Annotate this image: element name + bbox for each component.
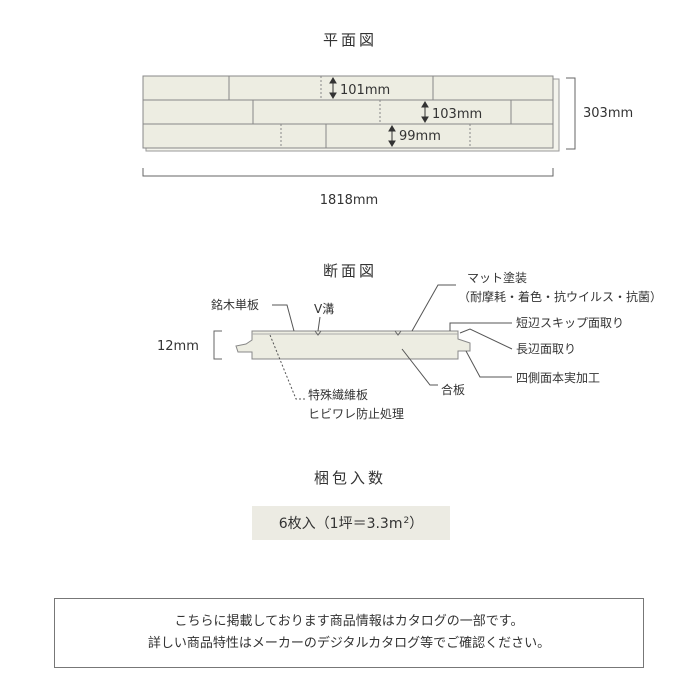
section-board bbox=[235, 330, 471, 360]
row2-dimension-label: 103mm bbox=[432, 107, 482, 122]
plywood-label: 合板 bbox=[441, 382, 465, 397]
v-groove-mark bbox=[314, 330, 322, 336]
notice-line-1: こちらに掲載しております商品情報はカタログの一部です。 bbox=[174, 614, 524, 629]
plan-view-title: 平面図 bbox=[322, 31, 377, 49]
package-count-superscript: 2 bbox=[403, 516, 410, 526]
v-groove-leader bbox=[317, 316, 321, 332]
fiber-board-leader bbox=[269, 334, 305, 400]
height-bracket bbox=[566, 77, 576, 150]
thickness-label: 12mm bbox=[157, 339, 199, 354]
v-groove-mark-2 bbox=[394, 330, 402, 336]
section-view-title: 断面図 bbox=[322, 262, 377, 280]
long-edge-leader bbox=[459, 328, 513, 350]
plan-board bbox=[142, 75, 554, 149]
veneer-leader bbox=[272, 304, 295, 332]
v-groove-label: V溝 bbox=[314, 302, 334, 316]
fiber-board-label: 特殊繊維板 bbox=[308, 387, 368, 402]
row1-dimension-label: 101mm bbox=[340, 83, 390, 98]
row1-dimension-arrow bbox=[329, 77, 337, 99]
length-dimension-label: 1818mm bbox=[320, 193, 378, 208]
coating-label: マット塗装 bbox=[467, 270, 527, 285]
height-dimension-label: 303mm bbox=[583, 106, 633, 121]
long-edge-label: 長辺面取り bbox=[516, 342, 576, 356]
short-edge-label: 短辺スキップ面取り bbox=[516, 316, 624, 330]
coating-leader bbox=[411, 284, 456, 332]
veneer-label: 銘木単板 bbox=[211, 297, 259, 312]
length-bracket bbox=[142, 168, 554, 177]
coating-detail-label: （耐摩耗・着色・抗ウイルス・抗菌） bbox=[458, 289, 662, 304]
four-side-label: 四側面本実加工 bbox=[516, 370, 600, 385]
row3-dimension-label: 99mm bbox=[399, 129, 441, 144]
four-side-leader bbox=[465, 350, 512, 378]
row2-dimension-arrow bbox=[421, 101, 429, 123]
short-edge-leader bbox=[449, 322, 512, 331]
thickness-bracket bbox=[213, 330, 222, 360]
crack-prevention-label: ヒビワレ防止処理 bbox=[308, 406, 404, 421]
row3-dimension-arrow bbox=[388, 125, 396, 147]
package-count-text: 6枚入（1坪＝3.3m bbox=[278, 516, 403, 532]
package-title: 梱包入数 bbox=[313, 469, 386, 487]
plan-view-diagram: 101mm 103mm 99mm 303mm 1818mm bbox=[142, 75, 633, 208]
notice-line-2: 詳しい商品特性はメーカーのデジタルカタログ等でご確認ください。 bbox=[147, 636, 551, 651]
plywood-leader bbox=[401, 348, 438, 386]
package-count-close: ） bbox=[409, 516, 424, 532]
catalog-notice: こちらに掲載しております商品情報はカタログの一部です。 詳しい商品特性はメーカー… bbox=[54, 598, 644, 668]
section-view-diagram: 12mm 銘木単板 V溝 マット塗装 （耐摩耗・着色・抗ウイルス・抗菌） 短辺ス… bbox=[157, 270, 662, 421]
